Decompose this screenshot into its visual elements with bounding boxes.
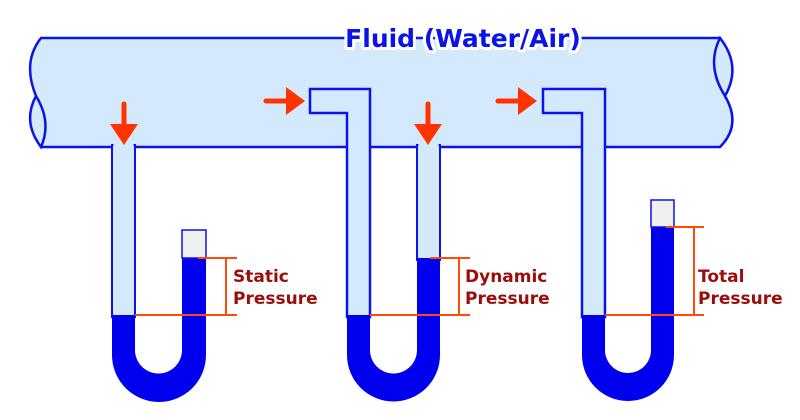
pipe-right-end-cap — [712, 35, 734, 99]
total-cap — [650, 199, 675, 228]
static-tap-leg — [111, 144, 136, 318]
dynamic-liquid — [347, 258, 440, 402]
manometer-dynamic: Dynamic Pressure — [263, 87, 550, 402]
pipe: Fluid (Water/Air) — [28, 21, 734, 150]
arrow-down-icon — [110, 101, 138, 145]
tap-opening — [113, 143, 134, 149]
pipe-title: Fluid (Water/Air) — [345, 24, 581, 53]
arrow-right-icon — [263, 87, 305, 115]
static-label-line1: Static — [233, 267, 289, 287]
static-cap — [181, 229, 207, 259]
static-liquid — [112, 258, 206, 402]
pipe-body — [28, 36, 734, 149]
tap-opening — [418, 143, 439, 149]
total-label-line1: Total — [698, 267, 744, 287]
dynamic-label-line2: Pressure — [465, 289, 550, 309]
manometer-static: Static Pressure — [110, 101, 318, 402]
arrow-down-icon — [414, 101, 442, 145]
total-liquid — [582, 227, 674, 401]
arrow-right-icon — [495, 87, 537, 115]
dynamic-tap-leg — [416, 144, 441, 261]
pipe-left-end-cap — [28, 93, 47, 150]
manometer-total: Total Pressure — [495, 87, 783, 401]
static-label-line2: Pressure — [233, 289, 318, 309]
dynamic-label-line1: Dynamic — [465, 267, 547, 287]
total-label-line2: Pressure — [698, 289, 783, 309]
